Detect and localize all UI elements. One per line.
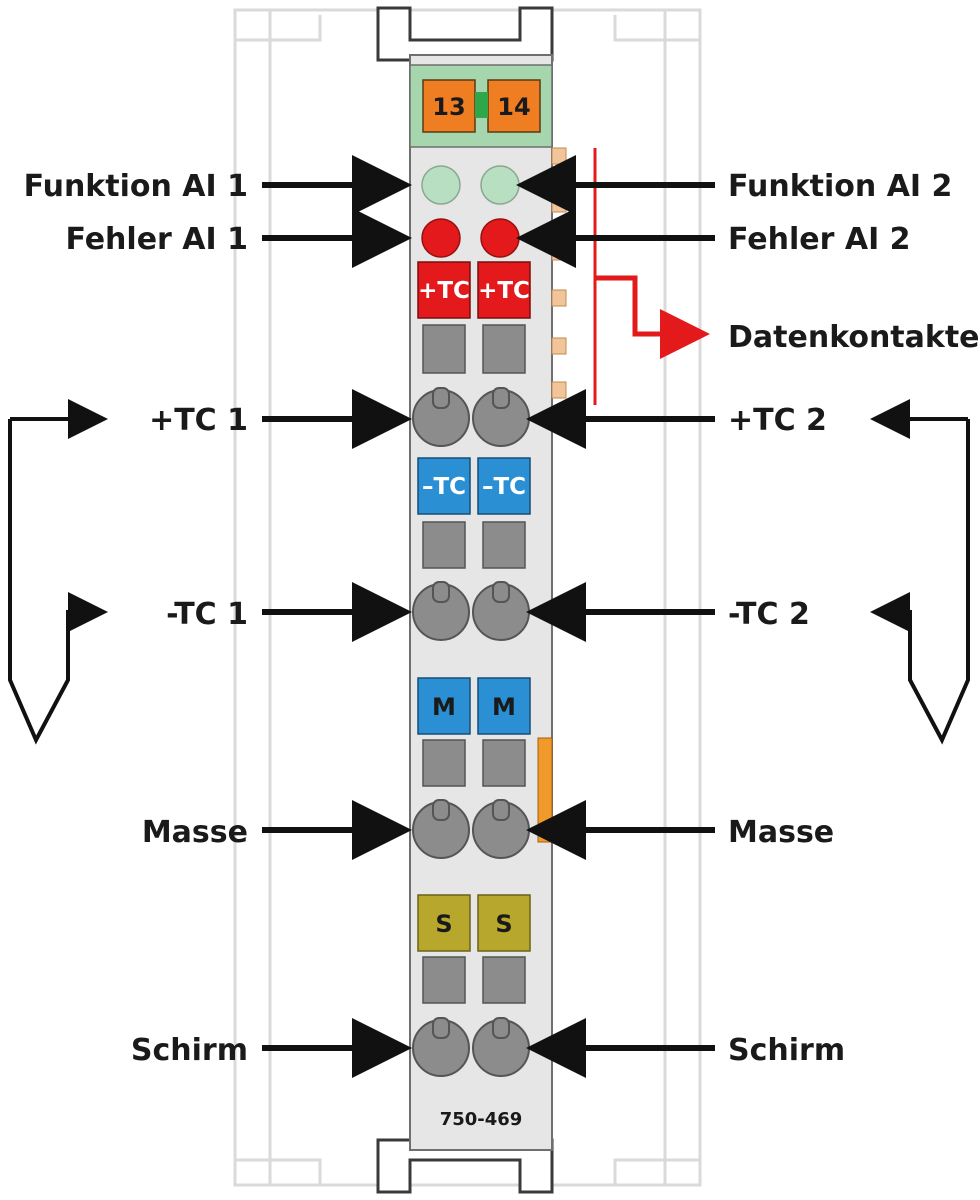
label-fehler-ai2: Fehler AI 2 bbox=[728, 222, 911, 257]
terminal-13 bbox=[422, 79, 476, 133]
power-jumper-contact bbox=[537, 737, 553, 843]
release-s-1 bbox=[422, 956, 466, 1004]
label-fehler-ai1: Fehler AI 1 bbox=[65, 222, 248, 257]
label-tc-minus-2: -TC 2 bbox=[728, 597, 810, 632]
release-tc-plus-2 bbox=[482, 324, 526, 374]
terminal-13-label: 13 bbox=[432, 93, 465, 121]
tag-tc-plus-1 bbox=[417, 261, 471, 319]
tag-m-2 bbox=[477, 677, 531, 735]
tag-m-2-text: M bbox=[492, 693, 516, 721]
clamp-tc-minus-2[interactable] bbox=[472, 581, 530, 641]
clamp-tc-minus-1[interactable] bbox=[412, 581, 470, 641]
tag-s-2-text: S bbox=[495, 910, 512, 938]
clamp-s-1[interactable] bbox=[412, 1017, 470, 1077]
label-masse-right: Masse bbox=[728, 815, 834, 850]
tag-tc-minus-1-text: –TC bbox=[422, 474, 466, 500]
release-s-2 bbox=[482, 956, 526, 1004]
label-tc-plus-2: +TC 2 bbox=[728, 403, 827, 438]
release-tc-minus-2 bbox=[482, 521, 526, 569]
led-fehler-ai2 bbox=[480, 218, 520, 258]
tag-tc-plus-1-text: +TC bbox=[418, 278, 470, 304]
tag-tc-minus-2 bbox=[477, 457, 531, 515]
label-tc-minus-1: -TC 1 bbox=[166, 597, 248, 632]
clamp-tc-plus-1[interactable] bbox=[412, 387, 470, 447]
label-funktion-ai2: Funktion AI 2 bbox=[728, 169, 952, 204]
release-tc-minus-1 bbox=[422, 521, 466, 569]
label-schirm-right: Schirm bbox=[728, 1033, 845, 1068]
release-m-1 bbox=[422, 739, 466, 787]
left-labels: Funktion AI 1 Fehler AI 1 +TC 1 -TC 1 Ma… bbox=[24, 155, 412, 1078]
tag-s-1-text: S bbox=[435, 910, 452, 938]
tag-tc-minus-1 bbox=[417, 457, 471, 515]
header-green-bridge bbox=[475, 92, 488, 118]
tag-tc-minus-2-text: –TC bbox=[482, 474, 526, 500]
clamp-tc-plus-2[interactable] bbox=[472, 387, 530, 447]
label-schirm-left: Schirm bbox=[131, 1033, 248, 1068]
label-funktion-ai1: Funktion AI 1 bbox=[24, 169, 248, 204]
part-number: 750-469 bbox=[440, 1109, 523, 1130]
tag-tc-plus-2 bbox=[477, 261, 531, 319]
label-masse-left: Masse bbox=[142, 815, 248, 850]
release-m-2 bbox=[482, 739, 526, 787]
led-funktion-ai1 bbox=[421, 165, 461, 205]
tag-m-1 bbox=[417, 677, 471, 735]
clamp-m-2[interactable] bbox=[472, 799, 530, 859]
thermocouple-right bbox=[870, 399, 970, 745]
clamp-m-1[interactable] bbox=[412, 799, 470, 859]
tag-s-2 bbox=[477, 894, 531, 952]
right-labels: Funktion AI 2 Fehler AI 2 Datenkontakte … bbox=[516, 155, 980, 1078]
tag-tc-plus-2-text: +TC bbox=[478, 278, 530, 304]
thermocouple-left bbox=[8, 399, 108, 745]
top-latch bbox=[376, 6, 554, 62]
terminal-14-label: 14 bbox=[497, 93, 530, 121]
release-tc-plus-1 bbox=[422, 324, 466, 374]
led-fehler-ai1 bbox=[421, 218, 461, 258]
label-datenkontakte: Datenkontakte bbox=[728, 320, 980, 355]
arrow-datenkontakte bbox=[595, 275, 710, 359]
led-funktion-ai2 bbox=[480, 165, 520, 205]
clamp-s-2[interactable] bbox=[472, 1017, 530, 1077]
label-tc-plus-1: +TC 1 bbox=[149, 403, 248, 438]
terminal-14 bbox=[487, 79, 541, 133]
tag-s-1 bbox=[417, 894, 471, 952]
tag-m-1-text: M bbox=[432, 693, 456, 721]
